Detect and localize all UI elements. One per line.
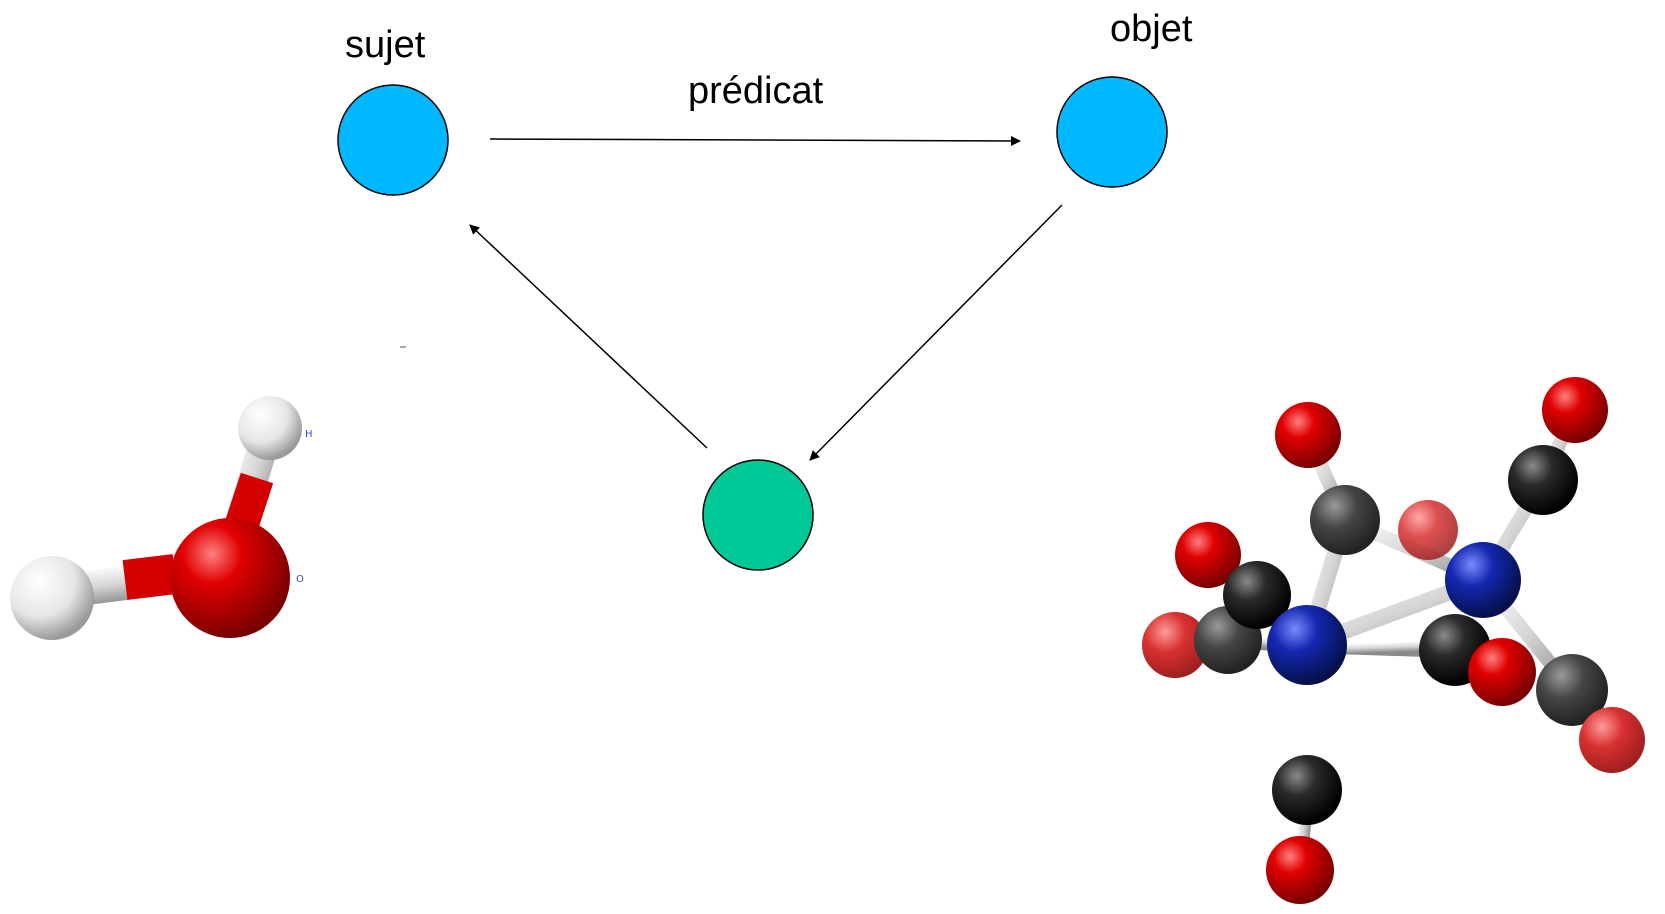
predicate-arrow <box>489 135 1021 146</box>
object-node <box>1056 76 1168 188</box>
subject-node <box>337 84 449 196</box>
carbonyl-molecule-image <box>1142 377 1645 904</box>
atom-label-h: H <box>305 429 313 440</box>
subject-label: sujet <box>345 24 426 66</box>
predicate-label: prédicat <box>688 70 824 112</box>
object-to-node-arrow <box>809 204 1063 461</box>
atom-label-o: O <box>296 574 304 585</box>
node-to-subject-arrow <box>469 224 708 449</box>
water-molecule-image: H O <box>10 396 313 640</box>
third-node <box>702 459 814 571</box>
object-label: objet <box>1110 8 1193 50</box>
